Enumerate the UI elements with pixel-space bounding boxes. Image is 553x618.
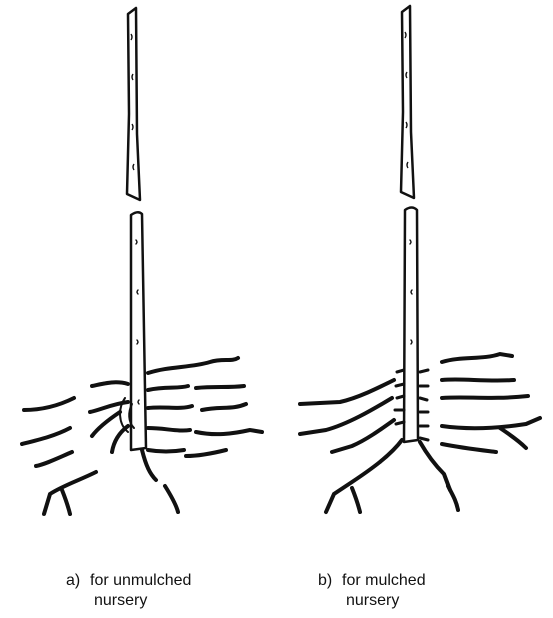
- panel-b-plant: [300, 6, 540, 512]
- caption-b: b)for mulched nursery: [318, 571, 426, 611]
- caption-b-line2: nursery: [318, 591, 426, 611]
- panel-a-cutting: [127, 8, 140, 200]
- caption-a-letter: a): [66, 571, 90, 591]
- caption-a-line1: for unmulched: [90, 572, 191, 589]
- caption-a: a)for unmulched nursery: [66, 571, 191, 611]
- panel-a-rooted-stem: [131, 212, 146, 450]
- panel-b-roots: [300, 354, 540, 512]
- caption-b-line1: for mulched: [342, 572, 426, 589]
- panel-b-cutting: [401, 6, 414, 198]
- caption-b-letter: b): [318, 571, 342, 591]
- caption-a-line2: nursery: [66, 591, 191, 611]
- panel-b-rooted-stem: [404, 208, 418, 443]
- panel-a-plant: [22, 8, 262, 514]
